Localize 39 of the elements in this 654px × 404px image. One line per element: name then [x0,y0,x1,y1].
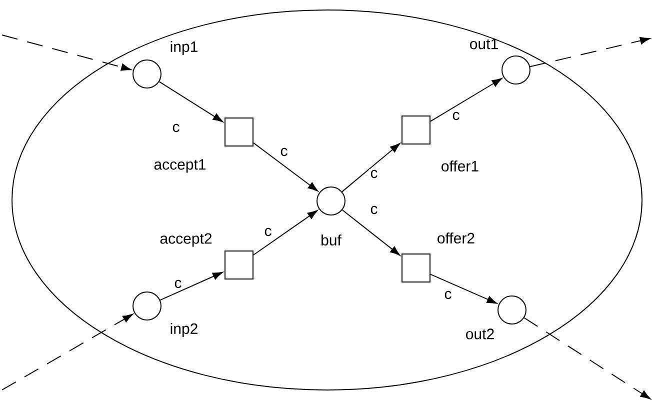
edge-label: c [369,168,379,180]
place-label: inp2 [170,323,198,337]
place-circle [316,186,346,216]
arrow [430,274,498,304]
place-circle [132,291,162,320]
transition-box [402,253,430,282]
arrow [253,142,318,192]
edge-label: c [171,122,181,134]
place-label: out2 [466,328,494,340]
transition-box [224,250,254,280]
arrow [2,34,132,71]
edge-label: c [279,146,289,158]
arrow [430,78,502,122]
place-label: accept1 [154,159,206,173]
arrow [253,210,318,256]
place-label: out1 [470,38,498,50]
place-label: inp1 [170,41,198,55]
place-label: accept2 [160,233,212,247]
arrow [158,81,224,122]
arrow [160,272,223,301]
place-circle [132,60,162,88]
transition-box [224,118,254,146]
edge-label: c [173,278,183,290]
arrow [342,209,400,256]
place-label: offer2 [438,232,474,244]
arrow [342,143,400,192]
edge-label: c [443,290,453,300]
place-label: buf [322,234,342,246]
edge-label: c [369,204,379,216]
place-circle [498,295,526,324]
arrow [524,317,651,400]
transition-box [402,116,430,144]
place-label: offer1 [442,160,478,172]
arrow [2,314,133,390]
arrow [530,37,650,68]
edge-label: c [263,226,273,238]
boundary-ellipse [12,10,642,390]
place-circle [502,56,530,84]
edge-label: c [451,110,461,122]
